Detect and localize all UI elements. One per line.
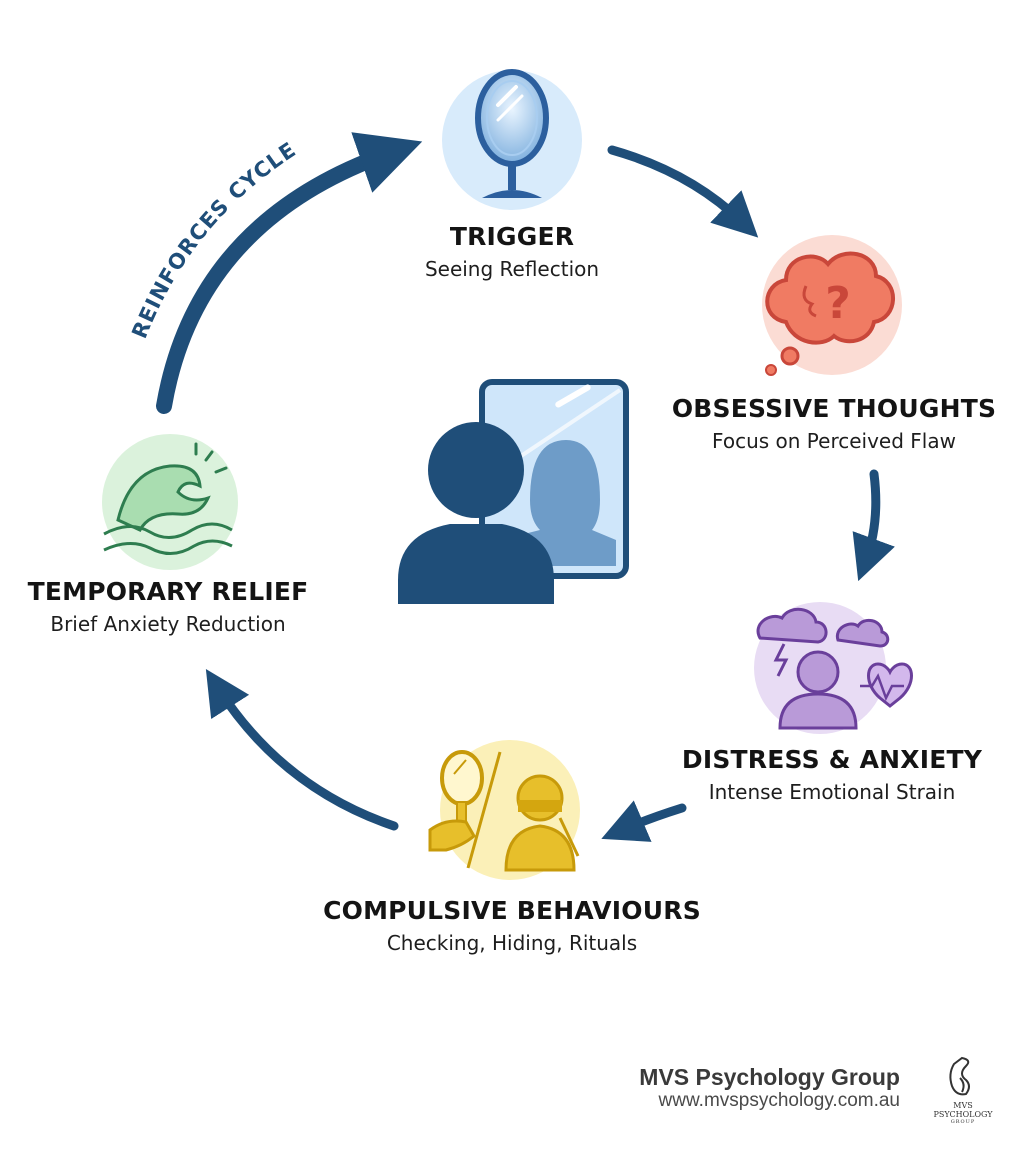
website-link[interactable]: www.mvspsychology.com.au [658,1090,900,1111]
hand-mirror-stand-icon [442,69,582,210]
mirror-checking-hiding-icon [428,740,580,880]
step-trigger: TRIGGER Seeing Reflection [362,222,662,281]
arrow-thoughts-to-distress [852,469,895,582]
person-facing-mirror-icon [398,379,629,604]
arrow-distress-to-compulsive [601,800,687,842]
step-description: Intense Emotional Strain [708,780,956,804]
step-description: Checking, Hiding, Rituals [386,931,638,955]
logo-text-line3: GROUP [950,1119,976,1125]
step-distress-anxiety: DISTRESS & ANXIETY Intense Emotional Str… [672,745,992,804]
reinforce-label: REINFORCES CYCLE [127,137,300,341]
step-description: Seeing Reflection [424,257,600,281]
step-description: Focus on Perceived Flaw [712,429,956,453]
step-temporary-relief: TEMPORARY RELIEF Brief Anxiety Reduction [18,577,318,636]
arrow-compulsive-to-relief [205,669,399,831]
logo-text-line1: MVS [953,1101,973,1110]
distressed-person-storm-icon [754,602,913,734]
step-description: Brief Anxiety Reduction [50,612,286,636]
logo-text-line2: PSYCHOLOGY [933,1110,993,1119]
arrow-trigger-to-thoughts [607,145,759,238]
step-obsessive-thoughts: OBSESSIVE THOUGHTS Focus on Perceived Fl… [664,394,1004,453]
step-title: OBSESSIVE THOUGHTS [671,394,997,423]
cycle-arrows [156,132,895,842]
svg-text:?: ? [825,278,851,329]
thought-cloud-question-icon: ? [762,235,902,376]
mvs-logo-icon [949,1056,970,1096]
organization-name: MVS Psychology Group [639,1064,900,1090]
step-title: TEMPORARY RELIEF [27,577,309,606]
arrow-reinforces-cycle [156,132,423,414]
wave-relief-icon [102,434,238,570]
step-title: DISTRESS & ANXIETY [681,745,983,774]
step-compulsive-behaviours: COMPULSIVE BEHAVIOURS Checking, Hiding, … [312,896,712,955]
step-title: COMPULSIVE BEHAVIOURS [323,896,701,925]
step-title: TRIGGER [449,222,575,251]
